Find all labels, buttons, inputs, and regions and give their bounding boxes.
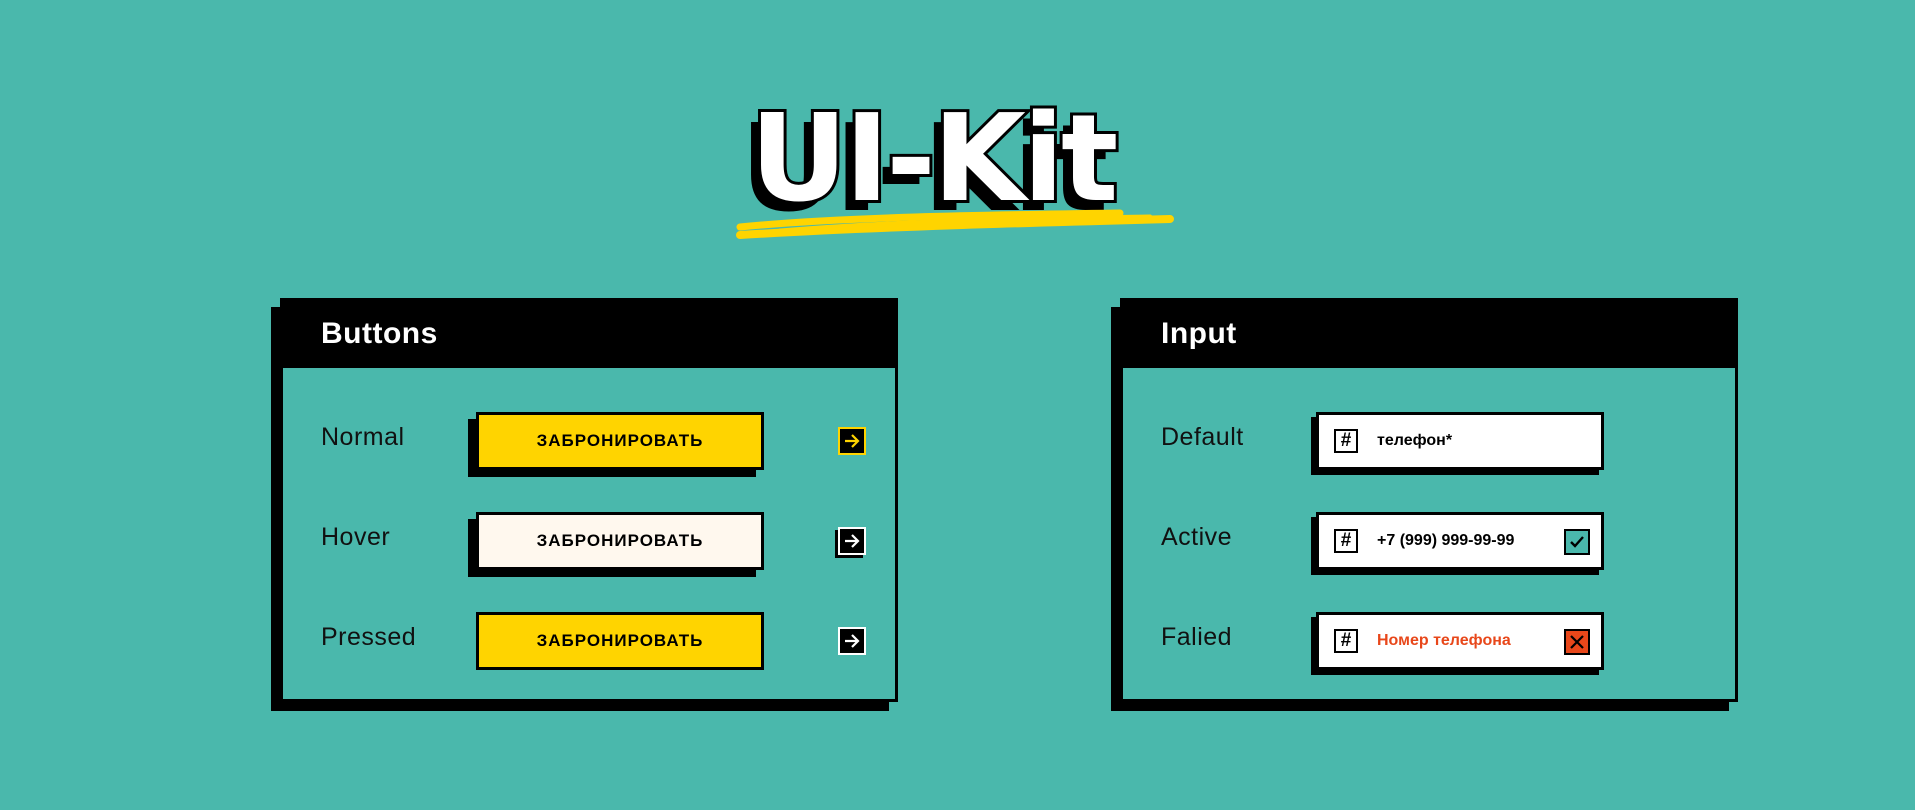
- book-button-normal-wrap: ЗАБРОНИРОВАТЬ: [468, 412, 764, 477]
- row-label-default: Default: [1161, 423, 1244, 451]
- hash-icon: #: [1334, 629, 1358, 653]
- phone-input-default[interactable]: # телефон*: [1316, 412, 1604, 470]
- buttons-panel-title: Buttons: [321, 317, 438, 350]
- row-label-normal: Normal: [321, 423, 405, 451]
- phone-input-active-wrap: # +7 (999) 999-99-99: [1311, 512, 1604, 575]
- input-panel: Input Default # телефон* Active # +7 (99…: [1111, 298, 1738, 711]
- buttons-panel: Buttons Normal ЗАБРОНИРОВАТЬ Hover ЗАБРО…: [271, 298, 898, 711]
- underline-scribble: [736, 209, 1174, 239]
- book-button-hover[interactable]: ЗАБРОНИРОВАТЬ: [476, 512, 764, 570]
- arrow-right-icon[interactable]: [838, 527, 866, 555]
- book-button-hover-wrap: ЗАБРОНИРОВАТЬ: [468, 512, 764, 577]
- phone-input-active[interactable]: # +7 (999) 999-99-99: [1316, 512, 1604, 570]
- input-panel-title: Input: [1161, 317, 1237, 350]
- phone-input-placeholder: телефон*: [1377, 432, 1453, 449]
- hash-icon: #: [1334, 529, 1358, 553]
- row-label-hover: Hover: [321, 523, 391, 551]
- close-icon: [1564, 629, 1590, 655]
- title-block: UI-Kit: [720, 90, 1200, 255]
- row-label-pressed: Pressed: [321, 623, 417, 651]
- arrow-right-icon[interactable]: [838, 627, 866, 655]
- input-panel-header: Input: [1123, 301, 1735, 368]
- book-button-pressed-wrap: ЗАБРОНИРОВАТЬ: [476, 612, 764, 670]
- check-icon: [1564, 529, 1590, 555]
- phone-input-value: +7 (999) 999-99-99: [1377, 532, 1515, 549]
- row-label-active: Active: [1161, 523, 1233, 551]
- phone-input-error-text: Номер телефона: [1377, 632, 1511, 649]
- buttons-panel-header: Buttons: [283, 301, 895, 368]
- phone-input-default-wrap: # телефон*: [1311, 412, 1604, 475]
- book-button-normal[interactable]: ЗАБРОНИРОВАТЬ: [476, 412, 764, 470]
- phone-input-failed[interactable]: # Номер телефона: [1316, 612, 1604, 670]
- arrow-right-icon[interactable]: [838, 427, 866, 455]
- hash-icon: #: [1334, 429, 1358, 453]
- row-label-failed: Falied: [1161, 623, 1233, 651]
- phone-input-failed-wrap: # Номер телефона: [1311, 612, 1604, 675]
- book-button-pressed[interactable]: ЗАБРОНИРОВАТЬ: [476, 612, 764, 670]
- page-title: UI-Kit: [747, 90, 1121, 229]
